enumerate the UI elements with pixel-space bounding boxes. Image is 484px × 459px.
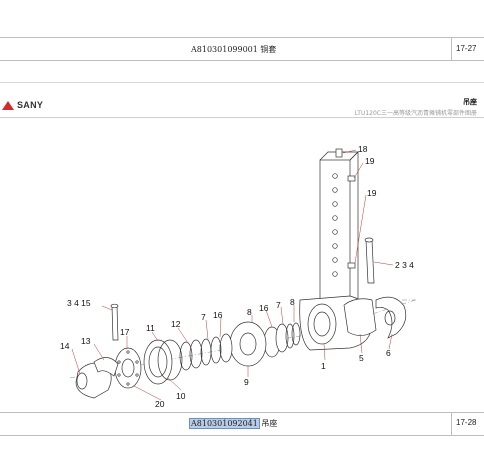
top-strip-page-number: 17-27 bbox=[456, 44, 477, 53]
section-title: 吊座 bbox=[463, 98, 477, 106]
flange-plate-20[interactable] bbox=[114, 347, 142, 389]
top-strip-part-label[interactable]: A810301099001 铜套 bbox=[191, 44, 276, 55]
brand-name: SANY bbox=[17, 100, 44, 110]
callout-7-left: 7 bbox=[201, 312, 206, 322]
callout-labels: 18 19 19 2 3 4 3 4 15 13 14 17 11 12 7 1… bbox=[60, 144, 414, 409]
top-strip-border-top bbox=[0, 37, 484, 38]
bottom-strip-page-number: 17-28 bbox=[456, 418, 477, 427]
sany-logo-icon bbox=[2, 100, 14, 110]
bottom-strip-part-name: 吊座 bbox=[261, 419, 278, 428]
callout-12: 12 bbox=[171, 319, 181, 329]
bolt-18[interactable] bbox=[335, 148, 343, 158]
leader-lines bbox=[71, 149, 394, 401]
top-strip-border-bottom bbox=[0, 60, 484, 61]
clevis-part-5[interactable] bbox=[343, 298, 377, 336]
bushing-group-right[interactable] bbox=[263, 322, 301, 358]
bolt-19-upper[interactable] bbox=[347, 175, 356, 182]
bottom-strip-part-label[interactable]: A810301092041 吊座 bbox=[189, 418, 278, 429]
callout-6: 6 bbox=[386, 348, 391, 358]
shackle-left-14[interactable] bbox=[75, 362, 112, 399]
section-subtitle: LTU120C三一高等级汽沥青摊铺机零部件图册 bbox=[354, 110, 477, 117]
callout-16-left: 16 bbox=[213, 310, 223, 320]
callout-3-4-15: 3 4 15 bbox=[67, 298, 91, 308]
bottom-strip-divider bbox=[451, 412, 452, 435]
callout-19-upper: 19 bbox=[365, 156, 375, 166]
callout-10: 10 bbox=[176, 391, 186, 401]
callout-8-right: 8 bbox=[290, 297, 295, 307]
callout-7-right: 7 bbox=[276, 300, 281, 310]
pin-left[interactable] bbox=[110, 303, 119, 341]
page-gap-rule bbox=[0, 82, 484, 83]
pin-upper-right[interactable] bbox=[364, 237, 375, 284]
brand-logo: SANY bbox=[2, 100, 43, 110]
callout-11: 11 bbox=[146, 323, 155, 333]
bottom-strip-border-bottom bbox=[0, 435, 484, 436]
bushing-group-left[interactable] bbox=[179, 333, 233, 371]
callout-5: 5 bbox=[359, 353, 364, 363]
top-strip-part-name: 铜套 bbox=[260, 45, 277, 54]
bushing-hub-9[interactable] bbox=[229, 321, 267, 367]
shackle-part-6[interactable] bbox=[375, 296, 407, 339]
callout-20: 20 bbox=[155, 399, 165, 409]
callout-19-lower: 19 bbox=[367, 188, 377, 198]
flange-housing-11[interactable] bbox=[143, 339, 183, 385]
callout-8-left: 8 bbox=[247, 307, 252, 317]
callout-18: 18 bbox=[358, 144, 368, 154]
callout-2-3-4: 2 3 4 bbox=[395, 260, 414, 270]
callout-16-right: 16 bbox=[259, 303, 269, 313]
bottom-strip-border-top bbox=[0, 412, 484, 413]
callout-13: 13 bbox=[81, 336, 91, 346]
top-strip-part-number: A810301099001 bbox=[191, 45, 258, 54]
callout-17: 17 bbox=[120, 327, 130, 337]
callout-14: 14 bbox=[60, 341, 70, 351]
bolt-19-lower[interactable] bbox=[347, 262, 356, 269]
hanger-base-part[interactable] bbox=[299, 151, 373, 351]
callout-1: 1 bbox=[321, 361, 326, 371]
callout-9: 9 bbox=[244, 377, 249, 387]
header-rule bbox=[0, 117, 484, 118]
bottom-strip-part-number-selected[interactable]: A810301092041 bbox=[189, 418, 260, 429]
mounting-hole-row bbox=[332, 173, 338, 277]
top-strip-divider bbox=[451, 37, 452, 60]
